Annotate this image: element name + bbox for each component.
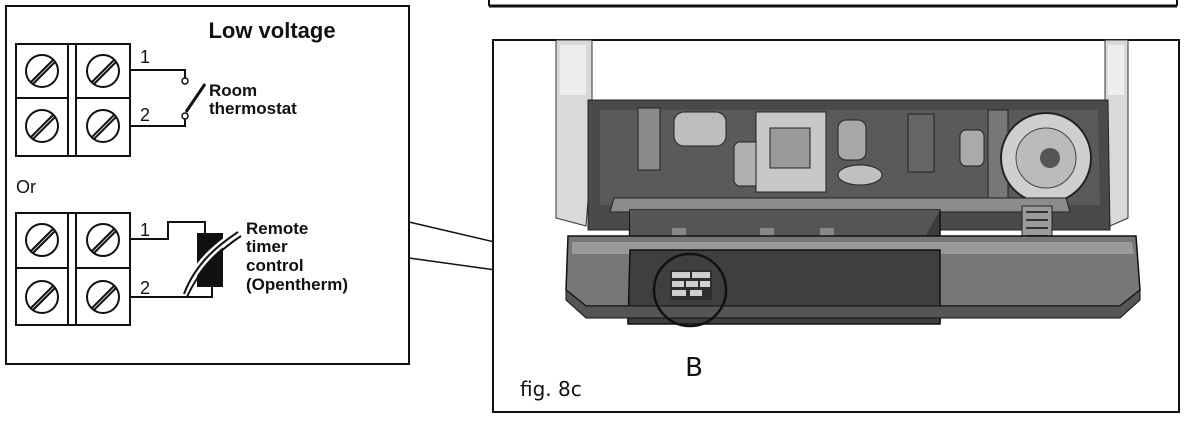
- callout-circle: [652, 252, 728, 328]
- remote-timer-label-line4: (Opentherm): [246, 275, 348, 294]
- room-thermostat-label-line1: Room: [209, 81, 257, 100]
- panel-title: Low voltage: [208, 18, 335, 43]
- screw-icon: [86, 54, 120, 88]
- remote-timer-icon: [180, 229, 242, 298]
- remote-timer-label-line1: Remote: [246, 219, 308, 238]
- screw-icon: [86, 109, 120, 143]
- screw-icon: [86, 280, 120, 314]
- terminal-number-2: 2: [140, 105, 150, 125]
- or-label: Or: [16, 177, 36, 197]
- screw-icon: [25, 280, 59, 314]
- room-thermostat-label-line2: thermostat: [209, 99, 297, 118]
- rating-label: [670, 270, 712, 300]
- boiler-illustration: [555, 39, 1141, 325]
- terminal-block-thermostat: [15, 43, 131, 157]
- callout-letter: B: [685, 353, 703, 383]
- remote-timer-wiring: [130, 221, 242, 298]
- photo-panel: B fig. 8c: [492, 39, 1180, 413]
- figure-caption: fig. 8c: [520, 377, 582, 401]
- upper-figure-frame-edge: [488, 0, 1178, 8]
- remote-timer-label-line3: control: [246, 256, 304, 275]
- switch-icon: [184, 83, 207, 113]
- screw-icon: [25, 54, 59, 88]
- remote-timer-label-line2: timer: [246, 237, 288, 256]
- thermostat-wiring: [130, 69, 207, 127]
- terminal-number-1: 1: [140, 220, 150, 240]
- screw-icon: [86, 223, 120, 257]
- terminal-number-1: 1: [140, 47, 150, 67]
- wiring-panel: Low voltage: [5, 5, 410, 365]
- screw-icon: [25, 223, 59, 257]
- terminal-block-remote: [15, 212, 131, 326]
- terminal-number-2: 2: [140, 278, 150, 298]
- screw-icon: [25, 109, 59, 143]
